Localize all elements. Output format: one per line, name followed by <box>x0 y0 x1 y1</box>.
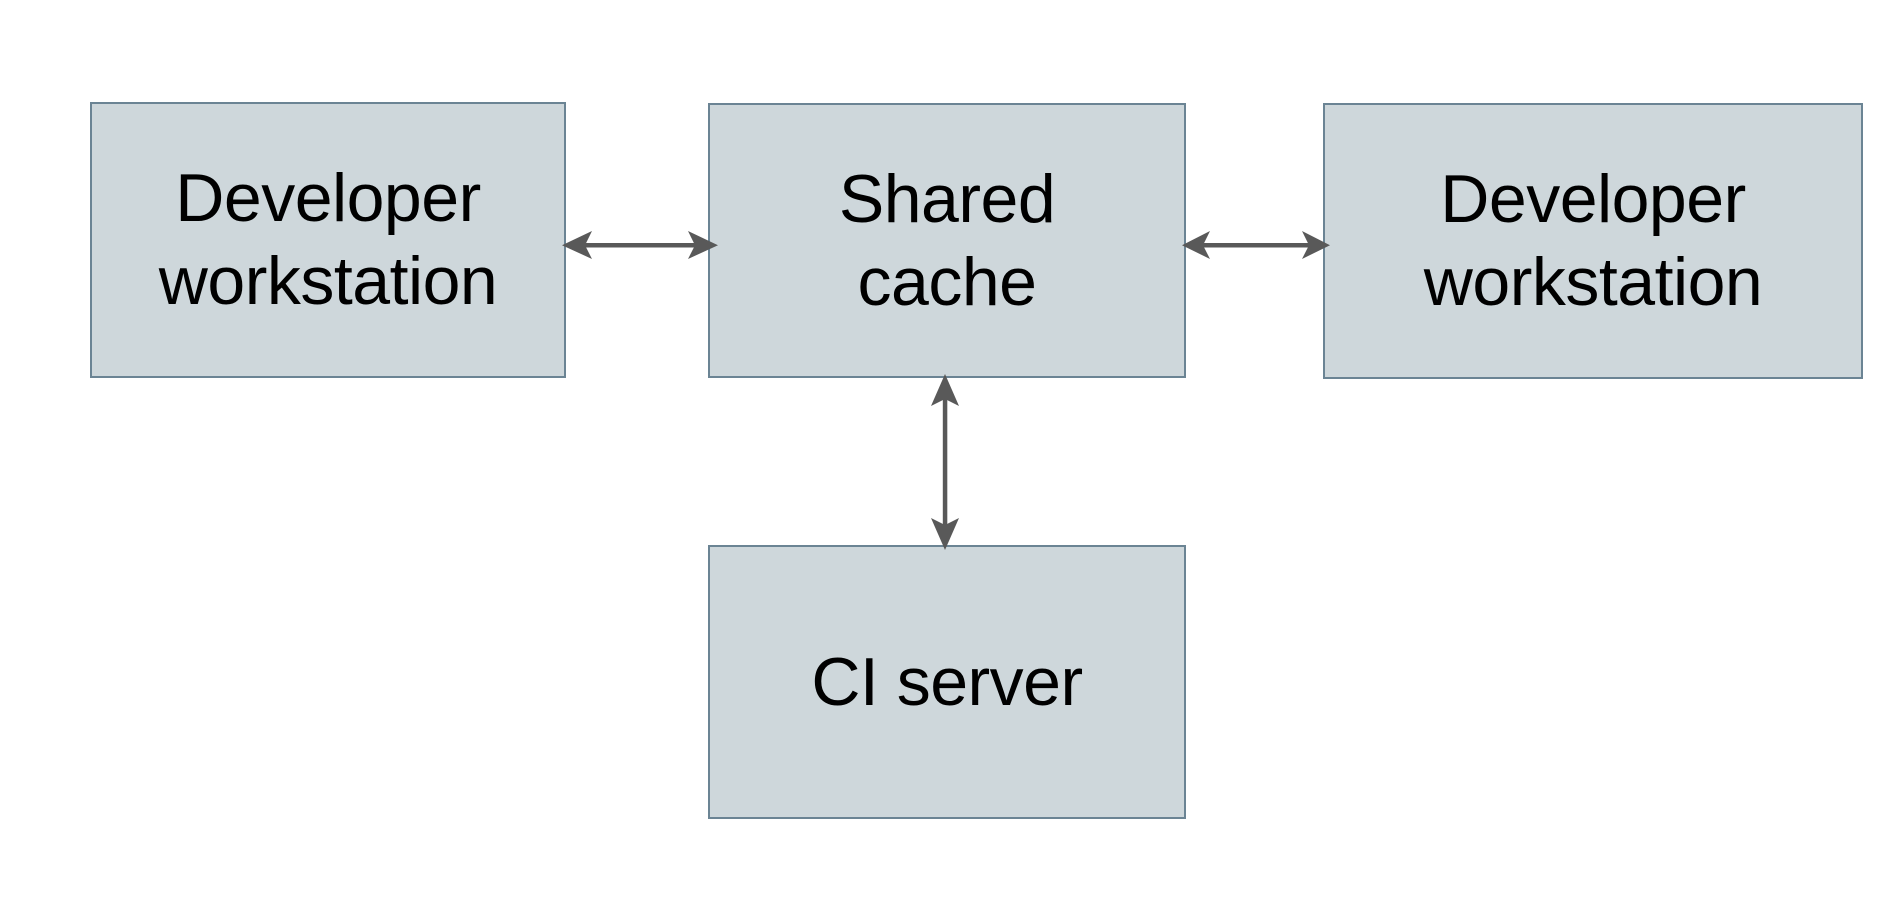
edge-shared-cache-to-developer-workstation-right[interactable] <box>1180 222 1332 268</box>
double-arrow-icon <box>931 374 959 550</box>
edge-developer-workstation-left-to-shared-cache[interactable] <box>560 222 720 268</box>
node-developer-workstation-right[interactable]: Developer workstation <box>1323 103 1863 379</box>
node-shared-cache[interactable]: Shared cache <box>708 103 1186 378</box>
node-label: Developer workstation <box>158 160 498 319</box>
edge-shared-cache-to-ci-server[interactable] <box>922 372 968 552</box>
double-arrow-icon <box>1182 231 1330 259</box>
node-label: Developer workstation <box>1423 161 1763 320</box>
node-ci-server[interactable]: CI server <box>708 545 1186 819</box>
node-developer-workstation-left[interactable]: Developer workstation <box>90 102 566 378</box>
node-label: CI server <box>811 643 1083 720</box>
node-label: Shared cache <box>838 160 1056 320</box>
double-arrow-icon <box>562 231 718 259</box>
